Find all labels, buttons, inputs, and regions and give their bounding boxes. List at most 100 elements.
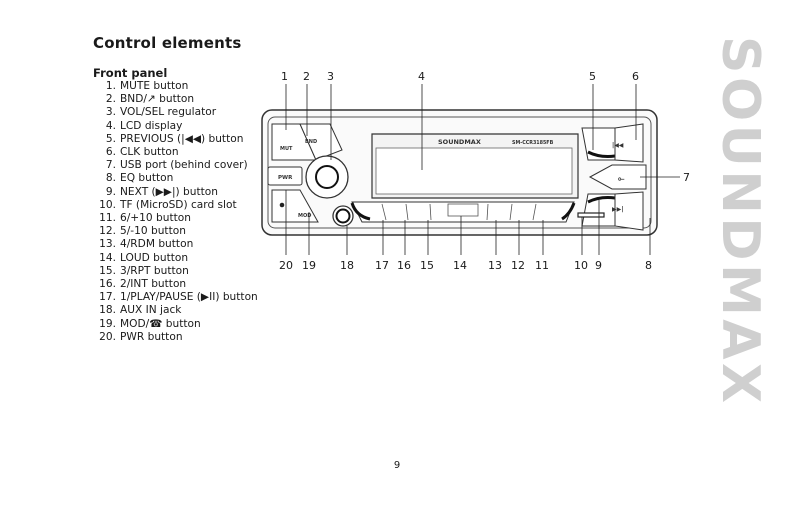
callout-number: 20	[279, 259, 293, 272]
item-label: 3/RPT button	[120, 264, 189, 277]
usb-icon: ⟜	[618, 174, 625, 183]
list-item: 17.1/PLAY/PAUSE (▶II) button	[98, 291, 263, 304]
next-button-glow	[587, 196, 616, 204]
list-item: 10.TF (MicroSD) card slot	[98, 199, 263, 212]
list-item: 20. PWR button	[98, 331, 263, 344]
item-number: 12.	[99, 225, 116, 238]
item-label: 5/-10 button	[120, 225, 186, 238]
item-label: USB port (behind cover)	[120, 159, 248, 172]
list-item: 11.6/+10 button	[98, 212, 263, 225]
item-label: CLK button	[120, 146, 179, 159]
item-number: 17.	[99, 291, 116, 304]
item-label: PREVIOUS (|◀◀) button	[120, 132, 244, 145]
item-number: 4.	[105, 119, 116, 132]
list-item: 15. 3/RPT button	[98, 265, 263, 278]
preset-divider	[486, 203, 489, 221]
list-item: 6. CLK button	[98, 146, 263, 159]
eq-button	[614, 191, 644, 231]
callout-number: 10	[574, 259, 588, 272]
item-label: BND/↗ button	[120, 93, 195, 106]
item-number: 15.	[99, 264, 116, 277]
callout-number: 1	[281, 70, 288, 83]
tf-dot	[279, 202, 285, 208]
callout-number: 13	[488, 259, 502, 272]
mod-button-label: MOD	[298, 213, 311, 219]
device-brand-label: SOUNDMAX	[438, 138, 481, 146]
list-item: 13. 4/RDM button	[98, 238, 263, 251]
bnd-button	[299, 123, 343, 161]
mod-button	[271, 189, 319, 223]
item-label: MOD/☎ button	[120, 317, 201, 330]
callout-number: 11	[535, 259, 549, 272]
pwr-button	[267, 166, 303, 186]
item-number: 20.	[99, 330, 116, 343]
item-label: AUX IN jack	[120, 304, 182, 317]
page-title: Control elements	[93, 34, 242, 52]
list-item: 12. 5/-10 button	[98, 225, 263, 238]
list-item: 18.AUX IN jack	[98, 304, 263, 317]
callout-number: 4	[418, 70, 425, 83]
next-icon: ▶▶|	[612, 206, 623, 213]
vol-knob	[315, 165, 339, 189]
previous-button-glow	[587, 150, 616, 158]
preset-strip-glow-right	[561, 202, 576, 221]
callout-number: 5	[589, 70, 596, 83]
preset-divider	[381, 203, 387, 221]
list-item: 2. BND/↗ button	[98, 93, 263, 106]
control-elements-list: 1. MUTE button 2. BND/↗ button 3. VOL/SEL r…	[98, 80, 263, 344]
tf-card-slot	[577, 212, 605, 218]
item-label: EQ button	[120, 172, 174, 185]
item-label: 2/INT button	[120, 278, 187, 291]
callout-number: 9	[595, 259, 602, 272]
item-label: VOL/SEL regulator	[120, 106, 217, 119]
item-number: 19.	[99, 317, 116, 330]
preset-divider	[429, 203, 432, 221]
callout-number: 18	[340, 259, 354, 272]
item-number: 2.	[105, 93, 116, 106]
item-label: PWR button	[120, 330, 183, 343]
list-item: 1. MUTE button	[98, 80, 263, 93]
callout-number: 12	[511, 259, 525, 272]
list-item: 8. EQ button	[98, 172, 263, 185]
callout-number: 6	[632, 70, 639, 83]
callout-number: 17	[375, 259, 389, 272]
callout-number: 2	[303, 70, 310, 83]
callout-number: 14	[453, 259, 467, 272]
item-number: 13.	[99, 238, 116, 251]
callout-number: 16	[397, 259, 411, 272]
item-number: 7.	[105, 159, 116, 172]
callout-number: 19	[302, 259, 316, 272]
item-label: 4/RDM button	[120, 238, 194, 251]
item-number: 14.	[99, 251, 116, 264]
item-number: 5.	[105, 132, 116, 145]
item-label: 6/+10 button	[120, 212, 191, 225]
item-number: 6.	[105, 146, 116, 159]
item-number: 8.	[105, 172, 116, 185]
list-item: 3. VOL/SEL regulator	[98, 106, 263, 119]
item-label: MUTE button	[120, 80, 189, 92]
list-item: 4.LCD display	[98, 120, 263, 133]
callout-number: 15	[420, 259, 434, 272]
item-number: 1.	[105, 80, 116, 92]
lcd-window	[375, 147, 573, 195]
item-number: 3.	[105, 106, 116, 119]
list-item: 7. USB port (behind cover)	[98, 159, 263, 172]
callout-leader-lines	[285, 84, 680, 255]
preset-divider	[509, 203, 513, 221]
list-item: 19. MOD/☎ button	[98, 318, 263, 331]
item-number: 16.	[99, 278, 116, 291]
item-label: LOUD button	[120, 251, 189, 264]
page-number: 9	[393, 460, 401, 471]
item-number: 9.	[105, 185, 116, 198]
list-item: 16. 2/INT button	[98, 278, 263, 291]
callout-number: 3	[327, 70, 334, 83]
previous-icon: |◀◀	[612, 142, 624, 149]
callout-number: 8	[645, 259, 652, 272]
list-item: 9.NEXT (▶▶|) button	[98, 186, 263, 199]
section-subtitle: Front panel	[93, 66, 168, 80]
pwr-button-label: PWR	[278, 175, 293, 181]
device-model-label: SM-CCR3185FB	[512, 140, 554, 146]
callout-number: 7	[683, 171, 690, 184]
aux-jack	[335, 208, 351, 224]
